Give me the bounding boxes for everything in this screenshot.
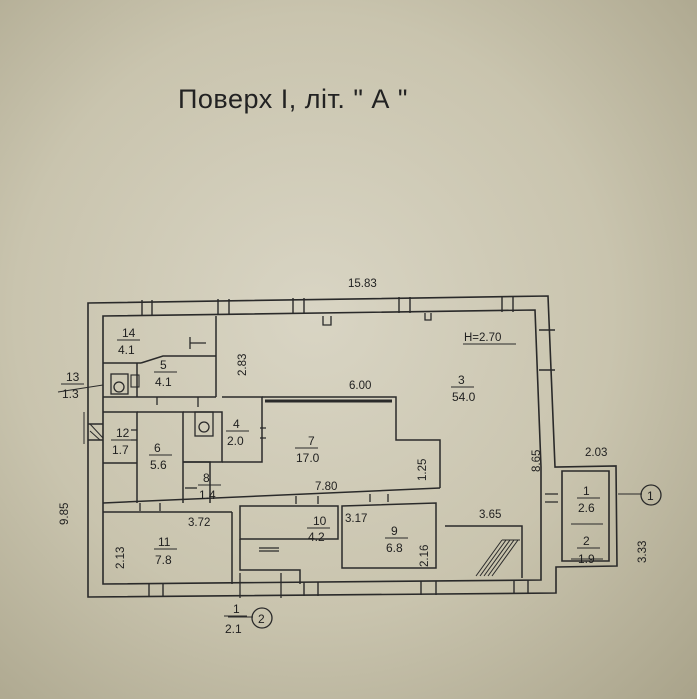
entrance-1-label: 1 bbox=[647, 489, 654, 503]
height-label: H=2.70 bbox=[464, 332, 501, 344]
entrance-porch-2 bbox=[239, 547, 282, 598]
toilet-fixture-13 bbox=[110, 373, 129, 395]
window-marks bbox=[88, 296, 555, 597]
toilet-fixture-5 bbox=[130, 374, 140, 388]
outer-walls bbox=[87, 295, 618, 598]
dim-3-33: 3.33 bbox=[637, 541, 649, 563]
room-r7-area: 17.0 bbox=[296, 451, 320, 465]
room-r2-area: 1.9 bbox=[578, 552, 595, 566]
room-r14-area: 4.1 bbox=[118, 343, 135, 357]
room-r6-number: 6 bbox=[154, 441, 161, 455]
stairs bbox=[475, 539, 520, 577]
room-r8-area: 1.4 bbox=[199, 488, 216, 502]
dim-7-80: 7.80 bbox=[315, 481, 337, 493]
entrance-1-marker: 1 bbox=[640, 484, 662, 506]
entrance-2-marker: 2 bbox=[251, 607, 273, 629]
room-r4-number: 4 bbox=[233, 417, 240, 431]
room-r13-number: 13 bbox=[66, 370, 80, 384]
room-r12-number: 12 bbox=[116, 426, 130, 440]
room-r9-area: 6.8 bbox=[386, 541, 403, 555]
room-r3-area: 54.0 bbox=[452, 390, 476, 404]
dimension-texts: 15.83 9.85 2.83 6.00 7.80 1.25 3.72 3.17… bbox=[59, 278, 649, 569]
room-r3-number: 3 bbox=[458, 373, 465, 387]
room-r13-area: 1.3 bbox=[62, 387, 79, 401]
room-r10-number: 10 bbox=[313, 514, 327, 528]
dim-2-83: 2.83 bbox=[237, 354, 249, 376]
interior-walls bbox=[102, 316, 523, 584]
room-r2-number: 2 bbox=[583, 534, 590, 548]
dim-3-72: 3.72 bbox=[188, 517, 210, 529]
room-r4-area: 2.0 bbox=[227, 434, 244, 448]
room-r10-area: 4.2 bbox=[308, 530, 325, 544]
room-r11-number: 11 bbox=[158, 535, 171, 549]
room-r7-number: 7 bbox=[308, 434, 315, 448]
dim-overall-depth: 9.85 bbox=[59, 503, 71, 525]
fixture-12 bbox=[89, 423, 104, 441]
dim-2-13: 2.13 bbox=[115, 547, 127, 569]
dim-2-16: 2.16 bbox=[419, 545, 431, 567]
dim-6-00: 6.00 bbox=[349, 380, 371, 392]
room-r14-number: 14 bbox=[122, 326, 136, 340]
room-r5-number: 5 bbox=[160, 358, 167, 372]
page-title: Поверх І, літ. " А " bbox=[178, 84, 409, 114]
room-r9-number: 9 bbox=[391, 524, 398, 538]
dim-1-25: 1.25 bbox=[417, 459, 429, 481]
dim-2-03: 2.03 bbox=[585, 447, 607, 459]
room-r1b-number: 1 bbox=[233, 602, 240, 616]
room-r5-area: 4.1 bbox=[155, 375, 172, 389]
entrance-2-label: 2 bbox=[258, 612, 265, 626]
room-r6-area: 5.6 bbox=[150, 458, 167, 472]
room-r1b-area: 2.1 bbox=[225, 622, 242, 636]
dim-8-65: 8.65 bbox=[531, 450, 543, 472]
room-r11-area: 7.8 bbox=[155, 553, 172, 567]
dim-3-65: 3.65 bbox=[479, 509, 501, 521]
room-r12-area: 1.7 bbox=[112, 443, 129, 457]
dimension-lines bbox=[57, 384, 642, 618]
dim-overall-width: 15.83 bbox=[348, 278, 377, 290]
room-r8-number: 8 bbox=[203, 471, 210, 485]
room-r1a-area: 2.6 bbox=[578, 501, 595, 515]
room-r1a-number: 1 bbox=[583, 484, 590, 498]
toilet-fixture-4 bbox=[194, 411, 214, 437]
dim-3-17: 3.17 bbox=[345, 513, 367, 525]
